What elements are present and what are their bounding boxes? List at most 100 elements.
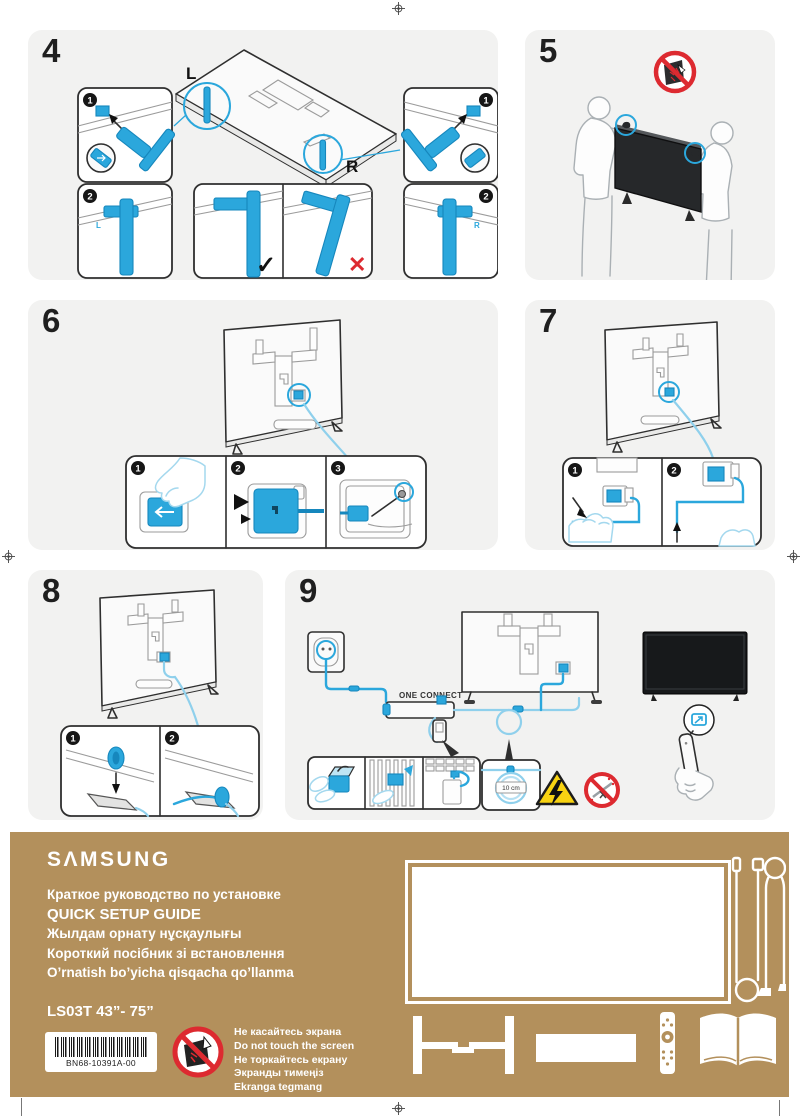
one-connect-label: ONE CONNECT xyxy=(399,691,463,700)
substep-strip xyxy=(307,756,481,810)
step-8-number: 8 xyxy=(42,572,61,609)
left-stand-pin xyxy=(203,86,211,124)
registration-mark-icon xyxy=(392,2,405,15)
svg-text:1: 1 xyxy=(572,465,578,476)
step-5-number: 5 xyxy=(539,32,558,69)
tv-front-view xyxy=(642,631,748,701)
tv-back-view xyxy=(461,611,602,712)
registration-mark-icon xyxy=(787,550,800,563)
step-9-panel: 9 ONE CONNECT xyxy=(285,570,775,820)
cable-holder-illustration: 1 2 xyxy=(60,589,260,818)
step-6-number: 6 xyxy=(42,302,61,339)
step-9-number: 9 xyxy=(299,572,318,609)
one-connect-hookup-illustration: ONE CONNECT xyxy=(307,611,748,811)
electric-shock-warning-icon xyxy=(535,770,579,806)
substep-strip: 1 2 xyxy=(562,457,762,547)
barcode-text: BN68-10391A-00 xyxy=(66,1058,136,1068)
substep-2-badge: 2 xyxy=(83,189,97,203)
barcode-bars xyxy=(55,1037,147,1057)
left-highlight-circle xyxy=(183,82,231,130)
title-kazakh: Жылдам орнату нұсқаулығы xyxy=(47,926,242,941)
one-connect-cable-path xyxy=(452,696,581,712)
svg-text:3: 3 xyxy=(335,463,340,474)
svg-text:2: 2 xyxy=(483,191,488,202)
grip-point-left-icon xyxy=(615,114,637,136)
tap-view-icon xyxy=(691,713,707,726)
substep-2-badge: 2 xyxy=(479,189,493,203)
left-label: L xyxy=(186,64,196,83)
substep-1-badge: 1 xyxy=(568,463,582,477)
remote-control-icon xyxy=(660,1012,675,1074)
trim-mark xyxy=(21,1098,22,1116)
hand-with-remote xyxy=(674,733,714,801)
registration-mark-icon xyxy=(2,550,15,563)
correct-wrong-comparison-boxes: ✓ ✕ xyxy=(193,183,373,279)
grip-point-right-icon xyxy=(684,142,706,164)
svg-text:2: 2 xyxy=(671,465,676,476)
svg-text:1: 1 xyxy=(483,95,489,106)
svg-text:R: R xyxy=(474,221,480,230)
left-stand-detail-box-2: L 2 xyxy=(77,183,173,279)
coil-diameter-label: 10 cm xyxy=(502,785,520,792)
cable-routing-illustration: 1 2 xyxy=(562,321,762,547)
keyboard-edge xyxy=(425,758,475,772)
svg-text:L: L xyxy=(96,221,101,230)
no-touch-screen-icon xyxy=(172,1026,224,1078)
footer-brand-section: SΛMSUNG Краткое руководство по установке… xyxy=(10,832,789,1097)
substep-1-badge: 1 xyxy=(83,93,97,107)
dongle xyxy=(428,716,447,744)
one-connect-cable-attach-illustration: 1 2 3 xyxy=(125,319,427,549)
one-connect-cable-icon xyxy=(731,856,765,1003)
warning-russian: Не касайтесь экрана xyxy=(234,1026,342,1038)
cable-path xyxy=(671,398,715,460)
svg-text:2: 2 xyxy=(169,733,174,744)
right-person xyxy=(686,121,734,280)
tv-frame-illustration xyxy=(405,860,731,1004)
substep-3-badge: 3 xyxy=(331,461,345,475)
user-manual-book-icon xyxy=(700,1013,776,1066)
tv-screen-area xyxy=(412,867,724,997)
cables-illustration xyxy=(731,856,786,1003)
trim-mark xyxy=(779,1100,780,1116)
coil-detail-box: 10 cm xyxy=(480,759,542,811)
step-4-panel: 4 L R xyxy=(28,30,498,280)
registration-mark-icon xyxy=(392,1102,405,1115)
warning-ukrainian: Не торкайтесь екрану xyxy=(234,1053,348,1066)
step-7-panel: 7 xyxy=(525,300,775,550)
svg-text:2: 2 xyxy=(235,463,240,474)
power-cable-icon xyxy=(757,856,786,996)
package-contents-icons xyxy=(413,1012,776,1074)
check-icon: ✓ xyxy=(256,252,276,279)
svg-text:1: 1 xyxy=(87,95,93,106)
two-person-carry-illustration xyxy=(573,50,734,280)
barcode: BN68-10391A-00 xyxy=(45,1032,157,1072)
samsung-logo: SΛMSUNG xyxy=(47,848,171,871)
warning-kazakh: Экранды тимеңіз xyxy=(234,1067,324,1080)
tv-being-carried xyxy=(614,124,702,221)
stand-guide-assembly-illustration: L R 1 xyxy=(77,49,498,279)
svg-text:2: 2 xyxy=(87,191,92,202)
no-cut-cable-icon xyxy=(584,772,620,808)
step-5-panel: 5 xyxy=(525,30,775,280)
guide-titles: Краткое руководство по установке QUICK S… xyxy=(47,885,294,983)
one-connect-box-icon xyxy=(536,1034,636,1062)
substep-2-badge: 2 xyxy=(667,463,681,477)
substep-1-badge: 1 xyxy=(131,461,145,475)
substep-strip: 1 2 3 xyxy=(125,455,427,549)
title-ukrainian: Короткий посібник зі встановлення xyxy=(47,945,285,961)
title-russian: Краткое руководство по установке xyxy=(47,887,281,902)
right-stand-detail-box-2: R 2 xyxy=(403,183,498,279)
right-stand-detail-box-1: 1 xyxy=(400,87,498,183)
cable-slack-coil xyxy=(495,708,523,736)
right-label: R xyxy=(346,157,358,176)
svg-text:1: 1 xyxy=(135,463,141,474)
right-stand-pin xyxy=(319,139,327,171)
title-uzbek: O’rnatish bo’yicha qisqacha qo’llanma xyxy=(47,965,294,980)
tv-back-view xyxy=(99,589,219,719)
warning-uzbek: Ekranga tegmang xyxy=(234,1081,323,1094)
svg-text:1: 1 xyxy=(70,733,76,744)
stand-legs-icon xyxy=(413,1016,514,1074)
substep-2-badge: 2 xyxy=(165,731,179,745)
one-connect-box xyxy=(382,695,455,719)
cross-icon: ✕ xyxy=(348,252,366,277)
